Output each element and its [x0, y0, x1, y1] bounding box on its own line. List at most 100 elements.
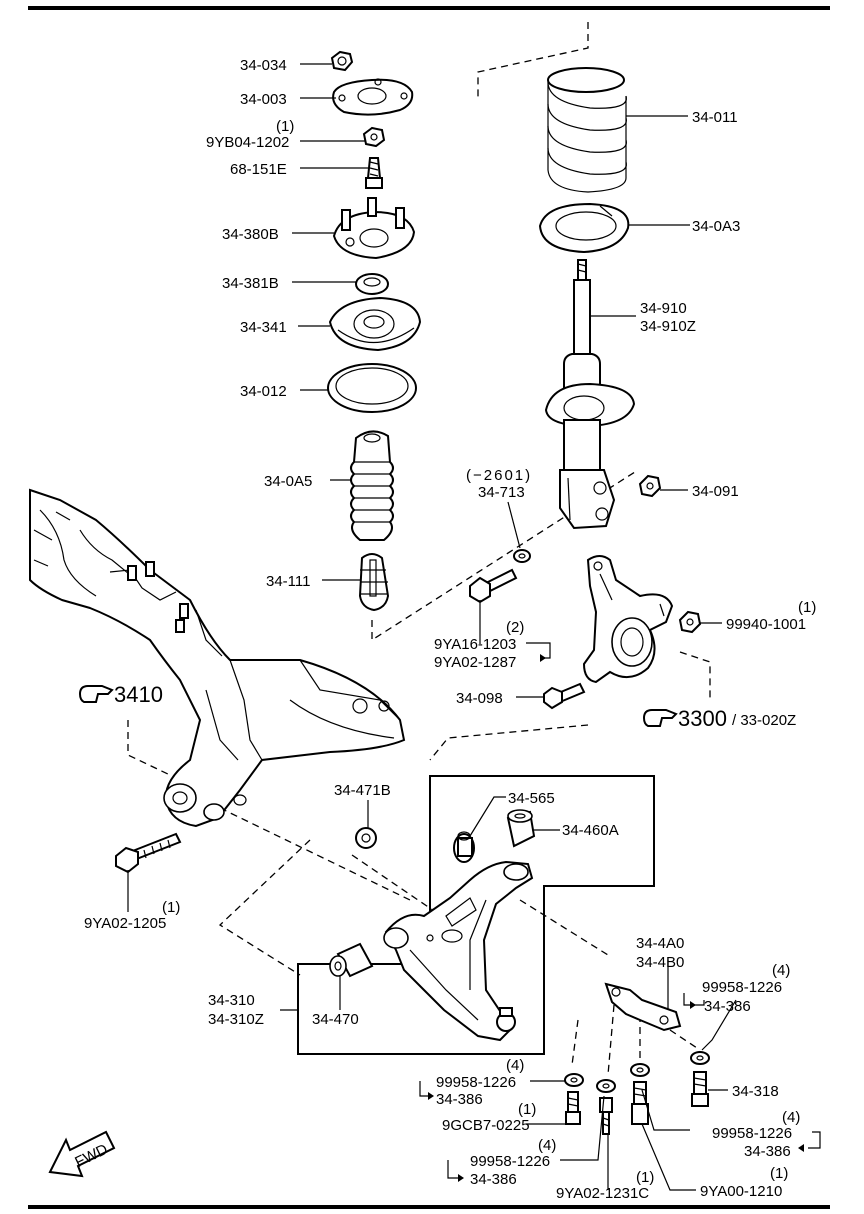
nut-34-091: [638, 474, 662, 498]
bushing-34-565: [453, 831, 475, 863]
label-34-910: 34-910: [640, 300, 687, 317]
label-34-111: 34-111: [266, 573, 310, 590]
label-9gcb7-0225: 9GCB7-0225: [442, 1117, 530, 1134]
insulator-34-012: [327, 363, 417, 413]
label-34-565: 34-565: [508, 790, 555, 807]
label-99958-c: 99958-1226: [712, 1125, 792, 1142]
label-99958-d: 99958-1226: [470, 1153, 550, 1170]
label-9ya02-1231c: 9YA02-1231C: [556, 1185, 649, 1202]
lower-arm-detail-frame: [297, 775, 655, 1055]
label-34-910z: 34-910Z: [640, 318, 696, 335]
leader-lines: [127, 63, 821, 1191]
subframe-crossmember: [29, 488, 406, 828]
qty-9ya02-1205: (1): [162, 899, 180, 916]
top-border: [28, 6, 830, 10]
washer-34-713: [513, 549, 531, 563]
label-9ya02-1287: 9YA02-1287: [434, 654, 516, 671]
bearing-34-381b: [355, 273, 389, 295]
label-34-310z: 34-310Z: [208, 1011, 264, 1028]
bracket-34-4a0: [604, 982, 682, 1032]
qty-9ya00-1210: (1): [770, 1165, 788, 1182]
bellows-34-0a5: [350, 430, 394, 541]
lower-control-arm-34-310: [383, 860, 534, 1042]
labels: 34-034 34-003 (1) 9YB04-1202 68-151E 34-…: [84, 57, 816, 1202]
label-34-0a5: 34-0A5: [264, 473, 312, 490]
pointing-hand-icon: [642, 709, 678, 727]
shock-absorber-34-910: [544, 259, 636, 530]
label-34-098: 34-098: [456, 690, 503, 707]
qty-99958-b: (4): [506, 1057, 524, 1074]
label-9ya02-1205: 9YA02-1205: [84, 915, 166, 932]
label-3410: 3410: [114, 682, 163, 707]
assembly-guide-lines: [127, 22, 711, 1076]
coil-spring-34-011: [547, 67, 627, 193]
label-9ya16-1203: 9YA16-1203: [434, 636, 516, 653]
qty-9ya16-1203: (2): [506, 619, 524, 636]
nut-9yb04-1202: [362, 126, 386, 148]
label-9ya00-1210: 9YA00-1210: [700, 1183, 782, 1200]
bolt-9ya00-1210: [631, 1081, 649, 1125]
spring-seat-34-0a3: [538, 202, 630, 254]
label-99958-a: 99958-1226: [702, 979, 782, 996]
pointing-hand-icon: [78, 685, 114, 703]
label-34-386-d: 34-386: [470, 1171, 517, 1188]
label-34-012: 34-012: [240, 383, 287, 400]
bolt-34-318: [691, 1071, 709, 1107]
label-34-011: 34-011: [692, 109, 738, 126]
label-99958-b: 99958-1226: [436, 1074, 516, 1091]
stud-68-151e: [365, 157, 383, 189]
label-34-713: 34-713: [478, 484, 525, 501]
qty-9yb04-1202: (1): [276, 118, 294, 135]
label-34-034: 34-034: [240, 57, 287, 74]
label-34-381b: 34-381B: [222, 275, 279, 292]
label-34-341: 34-341: [240, 319, 287, 336]
qty-99940-1001: (1): [798, 599, 816, 616]
label-34-4a0: 34-4A0: [636, 935, 684, 952]
nut-99940-1001: [678, 610, 702, 634]
qty-99958-d: (4): [538, 1137, 556, 1154]
label-99940-1001: 99940-1001: [726, 616, 806, 633]
label-34-460a: 34-460A: [562, 822, 619, 839]
label-34-310: 34-310: [208, 992, 255, 1009]
label-34-386-c: 34-386: [744, 1143, 791, 1160]
label-34-4b0: 34-4B0: [636, 954, 684, 971]
qty-9gcb7-0225: (1): [518, 1101, 536, 1118]
mount-34-380b: [332, 197, 416, 260]
washer-34-386-d: [690, 1051, 710, 1065]
label-2601: (−2601): [466, 467, 532, 484]
fwd-arrow-icon: FWD: [48, 1130, 116, 1178]
bolt-9ya16-1203: [469, 568, 518, 604]
bolt-9ya02-1205: [115, 832, 182, 874]
washer-34-386-a: [564, 1073, 584, 1087]
nut-34-034: [330, 50, 354, 72]
label-34-091: 34-091: [692, 483, 739, 500]
washer-34-386-b: [596, 1079, 616, 1093]
washer-34-386-c: [630, 1063, 650, 1077]
label-34-386-b: 34-386: [436, 1091, 483, 1108]
label-34-318: 34-318: [732, 1083, 779, 1100]
spring-seat-34-341: [328, 296, 422, 352]
plate-34-003: [332, 78, 414, 116]
steering-knuckle: [582, 555, 674, 684]
qty-9ya02-1231c: (1): [636, 1169, 654, 1186]
label-34-380b: 34-380B: [222, 226, 279, 243]
washer-34-471b: [355, 827, 377, 849]
label-3300: 3300: [678, 706, 727, 731]
qty-99958-c: (4): [782, 1109, 800, 1126]
label-9yb04-1202: 9YB04-1202: [206, 134, 289, 151]
label-68-151e: 68-151E: [230, 161, 287, 178]
bushing-34-460a: [506, 809, 536, 848]
bolt-34-098: [543, 682, 586, 710]
label-33-020z: / 33-020Z: [732, 712, 796, 729]
label-34-470: 34-470: [312, 1011, 359, 1028]
bushing-34-470: [329, 942, 374, 978]
label-34-0a3: 34-0A3: [692, 218, 740, 235]
bolt-9gcb7-0225: [565, 1091, 581, 1125]
bottom-border: [28, 1205, 830, 1209]
label-34-386-a: 34-386: [704, 998, 751, 1015]
bump-stop-34-111: [358, 553, 390, 612]
label-34-003: 34-003: [240, 91, 287, 108]
qty-99958-a: (4): [772, 962, 790, 979]
leader-arrowheads: [428, 654, 804, 1182]
